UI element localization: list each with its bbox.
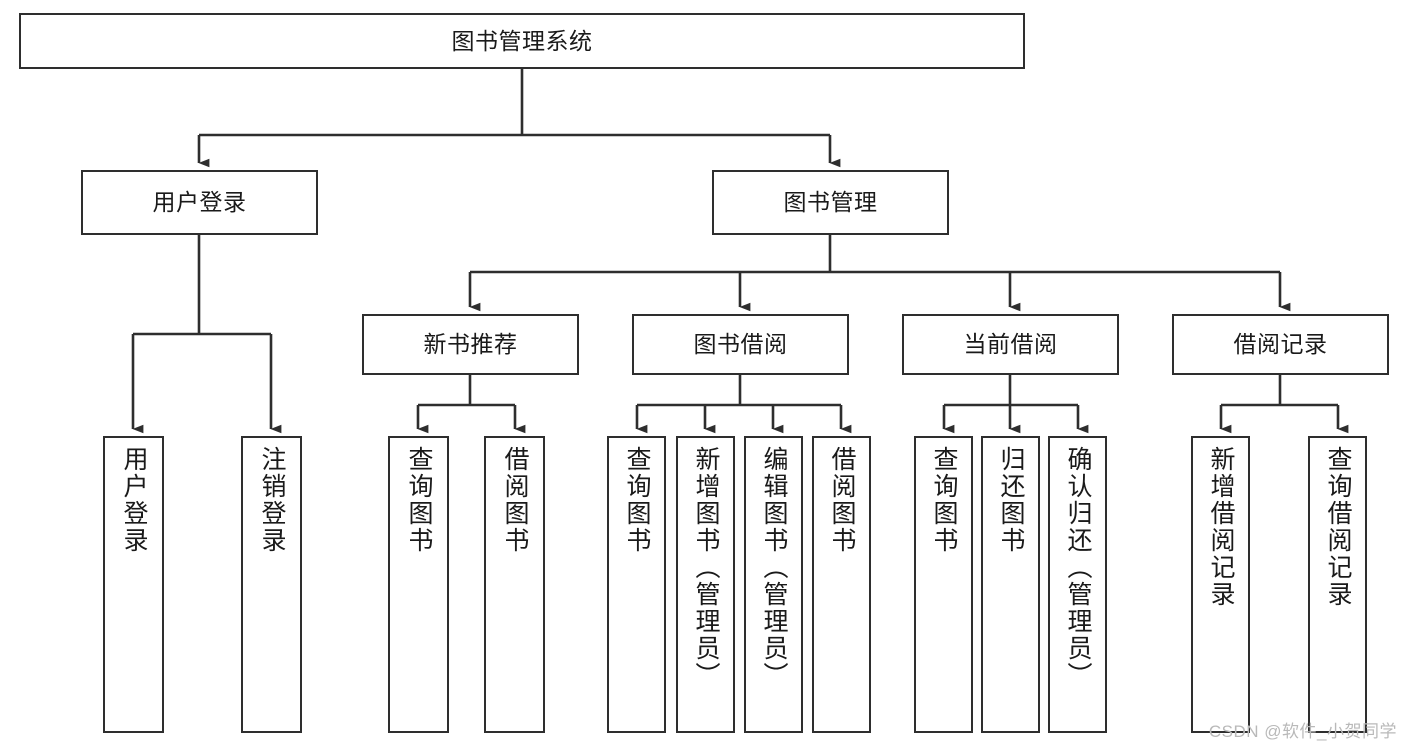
edge-new-book-rec-to-leaves (416, 375, 526, 434)
node-leaf-logout[interactable]: 注销登录 (241, 436, 302, 733)
node-label: 新书推荐 (423, 331, 518, 358)
node-label: 新增借阅记录 (1207, 446, 1235, 608)
node-label: 用户登录 (152, 189, 247, 216)
edge-current-borrow-to-leaves (942, 375, 1089, 434)
node-leaf-query-books-recommendation[interactable]: 查询图书 (388, 436, 449, 733)
node-label: 借阅图书 (501, 446, 529, 554)
node-label: 图书管理系统 (451, 27, 593, 54)
node-current-borrowing[interactable]: 当前借阅 (902, 314, 1119, 375)
node-label: 注销登录 (258, 446, 286, 554)
node-label: 借阅图书 (828, 446, 856, 554)
node-leaf-add-book-admin[interactable]: 新增图书（管理员） (676, 436, 735, 733)
edge-user-login-to-leaves (131, 235, 282, 434)
node-leaf-user-login[interactable]: 用户登录 (103, 436, 164, 733)
node-leaf-query-books-current[interactable]: 查询图书 (914, 436, 973, 733)
node-label: 编辑图书（管理员） (760, 446, 788, 689)
edge-root-to-level2 (197, 69, 841, 168)
node-label: 用户登录 (120, 446, 148, 554)
node-label: 借阅记录 (1233, 331, 1328, 358)
node-label: 查询图书 (930, 446, 958, 554)
node-leaf-query-books[interactable]: 查询图书 (607, 436, 666, 733)
node-label: 确认归还（管理员） (1064, 446, 1092, 689)
node-root-book-management-system[interactable]: 图书管理系统 (19, 13, 1025, 69)
node-borrowing-record[interactable]: 借阅记录 (1172, 314, 1389, 375)
node-leaf-confirm-return-admin[interactable]: 确认归还（管理员） (1048, 436, 1107, 733)
node-leaf-edit-book-admin[interactable]: 编辑图书（管理员） (744, 436, 803, 733)
node-label: 归还图书 (997, 446, 1025, 554)
node-leaf-borrow-books[interactable]: 借阅图书 (812, 436, 871, 733)
node-new-book-recommendation[interactable]: 新书推荐 (362, 314, 579, 375)
node-label: 图书管理 (783, 189, 878, 216)
node-label: 新增图书（管理员） (692, 446, 720, 689)
edge-book-borrow-to-leaves (635, 375, 852, 434)
node-book-borrowing[interactable]: 图书借阅 (632, 314, 849, 375)
node-leaf-return-books[interactable]: 归还图书 (981, 436, 1040, 733)
node-label: 查询借阅记录 (1324, 446, 1352, 608)
edge-borrow-record-to-leaves (1219, 375, 1349, 434)
node-label: 查询图书 (405, 446, 433, 554)
edge-book-manage-to-level3 (468, 235, 1291, 312)
node-user-login[interactable]: 用户登录 (81, 170, 318, 235)
node-leaf-query-borrow-record[interactable]: 查询借阅记录 (1308, 436, 1367, 733)
node-label: 查询图书 (623, 446, 651, 554)
node-label: 当前借阅 (963, 331, 1058, 358)
node-book-management[interactable]: 图书管理 (712, 170, 949, 235)
node-leaf-borrow-books-recommendation[interactable]: 借阅图书 (484, 436, 545, 733)
node-leaf-add-borrow-record[interactable]: 新增借阅记录 (1191, 436, 1250, 733)
node-label: 图书借阅 (693, 331, 788, 358)
